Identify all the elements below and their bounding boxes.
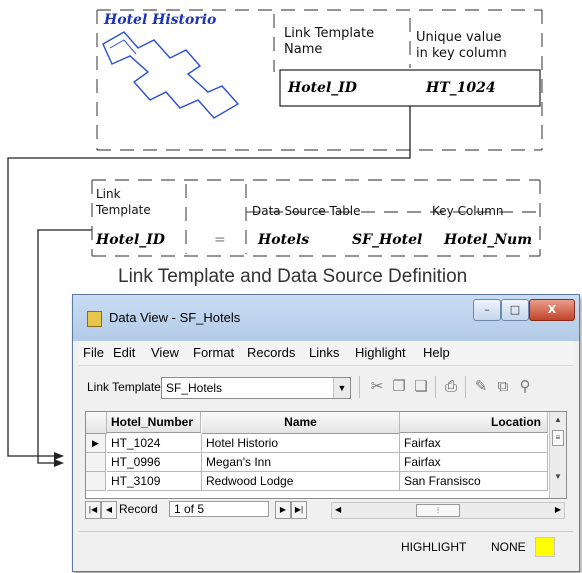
maximize-button[interactable]: □ — [501, 299, 529, 321]
table-value: SF_Hotel — [352, 232, 423, 248]
data-view-icon — [87, 311, 102, 327]
header-line: Template — [96, 203, 151, 217]
table-cell[interactable]: HT_1024 — [107, 434, 202, 453]
link-template-selected: SF_Hotels — [166, 381, 223, 395]
menu-edit[interactable]: Edit — [113, 345, 136, 360]
link-template-name-header: Link Template Name — [284, 26, 374, 58]
key-column-value: Hotel_Num — [444, 232, 533, 248]
find-icon[interactable]: ⚲ — [519, 378, 531, 395]
header-line: Unique value — [416, 30, 502, 45]
record-navigator: |◀ ◀ Record 1 of 5 ▶ ▶| ◀ ⦙ ▶ — [85, 499, 565, 521]
menu-links[interactable]: Links — [309, 345, 340, 360]
row-selector[interactable] — [86, 453, 106, 472]
link-template-value-bottom: Hotel_ID — [96, 232, 165, 248]
map-label: Hotel Historio — [104, 12, 217, 28]
paste-icon[interactable]: ❏ — [414, 378, 428, 395]
status-bar: HIGHLIGHT NONE — [79, 531, 573, 562]
scroll-left-icon[interactable]: ◀ — [335, 505, 342, 514]
link-template-value: Hotel_ID — [288, 80, 357, 96]
header-line: in key column — [416, 46, 507, 61]
print-icon[interactable]: ⎙ — [444, 378, 457, 395]
toolbar: Link Template: SF_Hotels ▼ ✂ ❐ ❏ ⎙ ✎ ⧉ ⚲ — [79, 367, 573, 407]
previous-record-icon[interactable]: ◀ — [101, 501, 117, 519]
table-cell[interactable]: Fairfax — [400, 434, 548, 453]
link-template-label: Link Template: — [87, 380, 165, 394]
row-header-corner — [86, 412, 107, 434]
link-template-header: Link Template — [96, 186, 151, 218]
unique-value-header: Unique value in key column — [416, 30, 507, 62]
column-header-hotel-number[interactable]: Hotel_Number — [107, 412, 201, 433]
title-bar[interactable]: Data View - SF_Hotels – □ X — [73, 295, 579, 341]
menu-highlight[interactable]: Highlight — [355, 345, 406, 360]
vertical-scrollbar[interactable]: ▲ ≡ ▼ — [549, 412, 566, 498]
copy-record-icon[interactable]: ⧉ — [497, 378, 509, 395]
highlight-label: HIGHLIGHT — [401, 540, 467, 554]
copy-icon[interactable]: ❐ — [392, 378, 406, 395]
link-template-diagram — [7, 9, 543, 300]
diagram-caption: Link Template and Data Source Definition — [118, 266, 468, 287]
toolbar-separator — [465, 376, 466, 398]
data-view-window: Data View - SF_Hotels – □ X File Edit Vi… — [72, 294, 580, 572]
column-header-location[interactable]: Location — [400, 412, 548, 433]
close-button[interactable]: X — [529, 299, 575, 321]
first-record-icon[interactable]: |◀ — [85, 501, 101, 519]
data-source-value: Hotels — [258, 232, 310, 248]
edit-icon[interactable]: ✎ — [474, 378, 488, 395]
highlight-color-swatch[interactable] — [535, 537, 555, 557]
scroll-thumb[interactable]: ≡ — [552, 430, 564, 446]
next-record-icon[interactable]: ▶ — [275, 501, 291, 519]
cut-icon[interactable]: ✂ — [370, 378, 384, 395]
scroll-right-icon[interactable]: ▶ — [554, 505, 561, 514]
header-line: Name — [284, 42, 323, 57]
column-header-name[interactable]: Name — [202, 412, 400, 434]
row-selector[interactable] — [86, 472, 106, 491]
table-cell[interactable]: San Fransisco — [400, 472, 548, 491]
minimize-button[interactable]: – — [473, 299, 501, 321]
header-line: Link Template — [284, 26, 375, 41]
current-row-marker[interactable]: ▶ — [86, 434, 106, 453]
menu-bar: File Edit View Format Records Links High… — [79, 341, 573, 366]
data-source-table-header: Data Source Table — [252, 204, 361, 218]
table-cell[interactable]: Megan's Inn — [202, 453, 400, 472]
menu-help[interactable]: Help — [423, 345, 450, 360]
data-grid: Hotel_Number Name Location ▶ HT_1024 Hot… — [85, 411, 567, 499]
last-record-icon[interactable]: ▶| — [291, 501, 307, 519]
record-position-field[interactable]: 1 of 5 — [169, 501, 269, 517]
table-cell[interactable]: Redwood Lodge — [202, 472, 400, 491]
menu-records[interactable]: Records — [247, 345, 296, 360]
record-label: Record — [119, 502, 158, 516]
table-cell[interactable]: Hotel Historio — [202, 434, 400, 453]
hotel-footprint-shape — [102, 31, 240, 119]
table-cell[interactable]: HT_0996 — [107, 453, 202, 472]
window-title: Data View - SF_Hotels — [109, 310, 241, 325]
menu-format[interactable]: Format — [193, 345, 235, 360]
menu-file[interactable]: File — [83, 345, 104, 360]
table-cell[interactable]: HT_3109 — [107, 472, 202, 491]
key-column-header: Key Column — [432, 204, 504, 218]
menu-view[interactable]: View — [151, 345, 179, 360]
connector-arrows — [7, 300, 64, 467]
scroll-up-icon[interactable]: ▲ — [554, 415, 562, 424]
horizontal-scrollbar[interactable]: ◀ ⦙ ▶ — [331, 502, 565, 519]
highlight-value: NONE — [491, 540, 526, 554]
chevron-down-icon[interactable]: ▼ — [333, 378, 350, 398]
link-template-select[interactable]: SF_Hotels ▼ — [161, 377, 351, 399]
scroll-thumb[interactable]: ⦙ — [416, 504, 460, 517]
unique-value: HT_1024 — [426, 80, 496, 96]
table-cell[interactable]: Fairfax — [400, 453, 548, 472]
toolbar-separator — [435, 376, 436, 398]
toolbar-separator — [359, 376, 360, 398]
equals-sign: = — [214, 232, 226, 248]
header-line: Link — [96, 187, 121, 201]
scroll-down-icon[interactable]: ▼ — [554, 472, 562, 481]
